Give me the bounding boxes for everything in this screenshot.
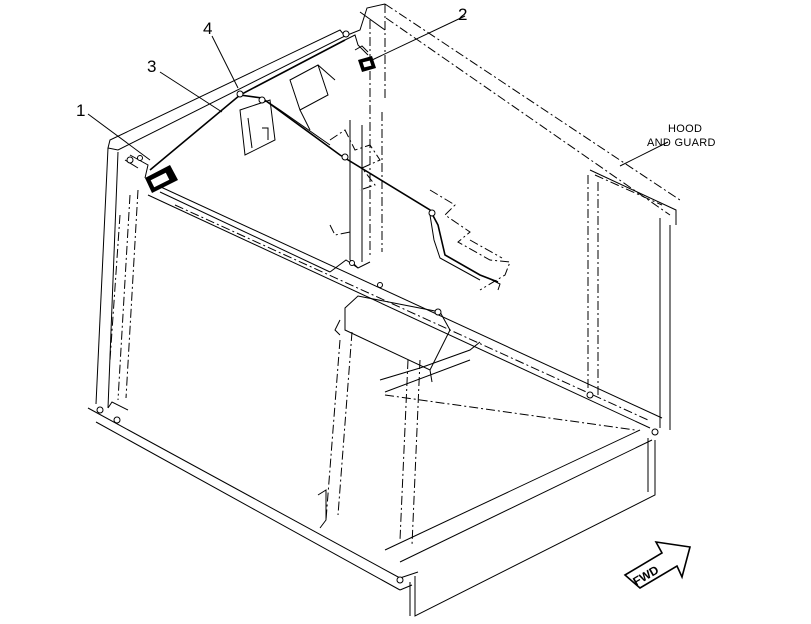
mounting-bracket	[239, 99, 276, 156]
mounting-bolts	[96, 260, 659, 584]
fwd-arrow-icon: FWD	[623, 540, 692, 589]
wire-harness	[149, 30, 501, 291]
callout-3: 3	[147, 57, 156, 76]
frame-inner-panel	[317, 295, 481, 546]
callout-numbers: 1 2 3 4	[76, 5, 467, 120]
frame-bottom-rails	[87, 394, 653, 591]
callout-4: 4	[203, 19, 212, 38]
hood-label-line2: AND GUARD	[647, 137, 716, 149]
inner-tower	[289, 64, 371, 269]
hood-label-line1: HOOD	[668, 123, 702, 135]
part-1-switch-box	[124, 154, 178, 193]
frame-lower-front-panel	[409, 438, 656, 617]
frame-left-posts	[95, 147, 139, 409]
frame-right-panel	[369, 4, 671, 430]
frame-top-rim	[107, 3, 681, 225]
part-2-connector	[354, 45, 376, 72]
callout-1: 1	[76, 101, 85, 120]
callout-leaders	[87, 15, 669, 167]
rear-panel-outline	[329, 129, 511, 291]
frame-front-top-rail	[147, 181, 663, 429]
hood-guard-annotation: HOOD AND GUARD	[647, 123, 716, 149]
callout-2: 2	[458, 5, 467, 24]
